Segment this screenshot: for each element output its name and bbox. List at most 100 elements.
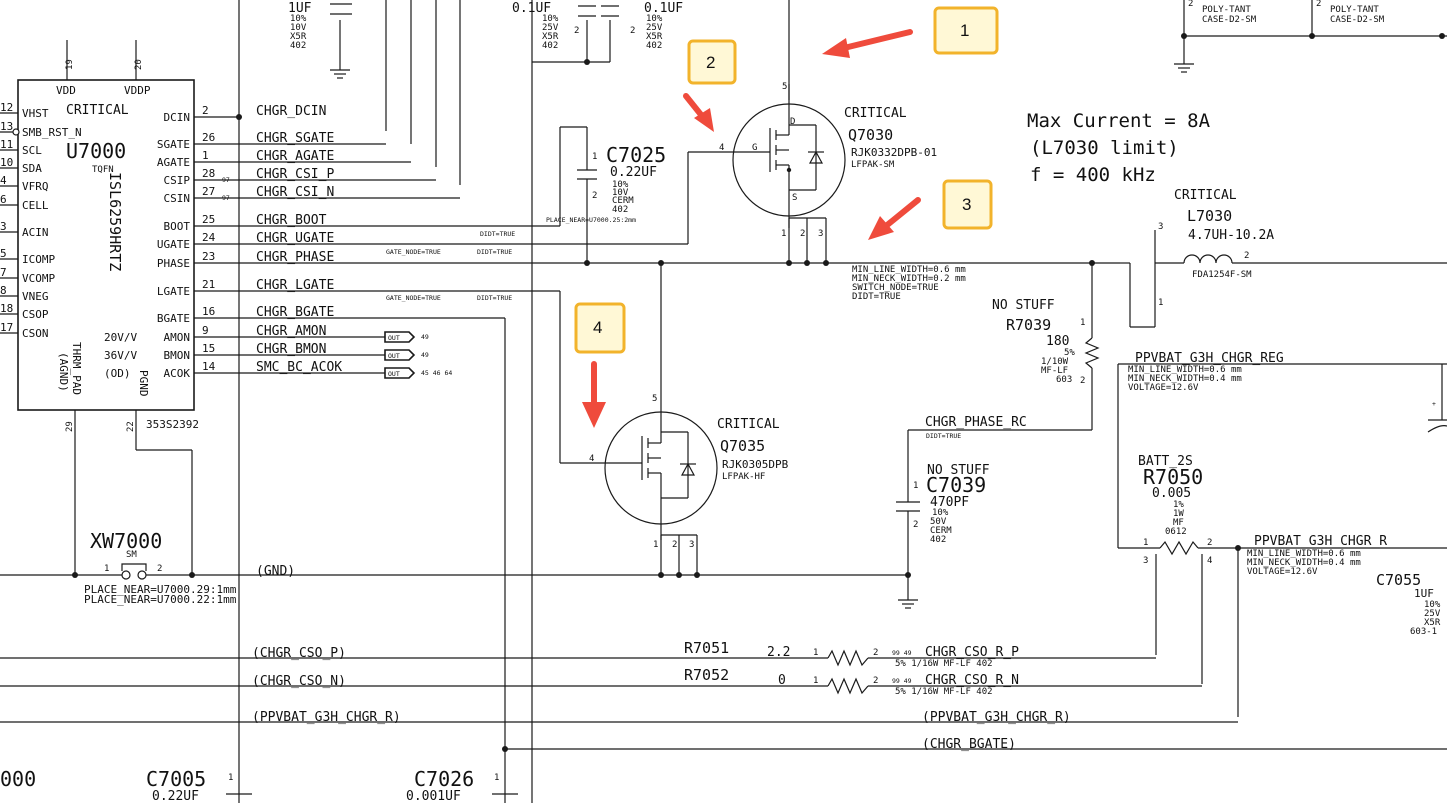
pin-num: 6 <box>0 193 7 206</box>
res-spec: MF-LF <box>1041 366 1068 376</box>
r7051-value: 2.2 <box>767 645 790 660</box>
svg-text:4: 4 <box>1207 556 1212 566</box>
cap-value: 1UF <box>288 1 312 16</box>
limit-note: (L7030 limit) <box>1030 137 1179 159</box>
net-label: CHGR_BOOT <box>256 213 327 228</box>
svg-text:3: 3 <box>818 229 823 239</box>
cap-spec: 10V <box>612 188 629 198</box>
c7055-value: 1UF <box>1414 587 1434 600</box>
annotation-badge-2: 2 <box>687 39 737 85</box>
gate-node-note: GATE_NODE=TRUE <box>386 294 441 302</box>
pin-num: 10 <box>0 156 13 169</box>
pin-name: CSIN <box>164 192 191 205</box>
svg-text:4: 4 <box>589 454 594 464</box>
pin-num: 3 <box>0 220 7 233</box>
pin-name: SCL <box>22 144 42 157</box>
switch-note: SWITCH_NODE=TRUE <box>852 283 939 293</box>
q7030-pkg: LFPAK-SM <box>851 160 895 170</box>
annotation-badge-3: 3 <box>942 179 993 230</box>
net-label: CHGR_BMON <box>256 342 326 357</box>
pin-num: 7 <box>0 266 7 279</box>
r7050-value: 0.005 <box>1152 486 1191 501</box>
svg-text:2: 2 <box>157 564 162 574</box>
q7035-mosfet: 4 5 CRITICAL Q7035 RJK0305DPB LFPAK-HF 1… <box>559 263 789 575</box>
cap-value: 0.1UF <box>644 1 683 16</box>
svg-text:1: 1 <box>104 564 109 574</box>
svg-text:4: 4 <box>719 143 724 153</box>
ppvbat-left-net: (PPVBAT_G3H_CHGR_R) <box>252 710 401 725</box>
svg-text:1: 1 <box>813 648 818 658</box>
pin-num: 4 <box>0 174 7 187</box>
xw7000-place: PLACE_NEAR=U7000.22:1mm <box>84 593 237 606</box>
pin-num: 2 <box>202 104 209 117</box>
top-right-cap: 0.1UF 10% 25V X5R 402 2 2 <box>574 1 683 51</box>
c7025-capacitor: 1 2 C7025 0.22UF 10% 10V CERM 402 PLACE_… <box>546 126 666 263</box>
ppvbat-reg-net: PPVBAT_G3H_CHGR_REG <box>1135 351 1284 366</box>
cap-spec: CASE-D2-SM <box>1330 15 1385 25</box>
pin-num: 5 <box>0 247 7 260</box>
cap-spec: 10V <box>290 23 307 33</box>
pin-num: 22 <box>126 421 136 432</box>
svg-text:1: 1 <box>592 152 597 162</box>
ppvbat-out-note: VOLTAGE=12.6V <box>1247 567 1318 577</box>
pin-name: BMON <box>164 349 191 362</box>
pin-name: VDD <box>56 84 76 97</box>
r7052-value: 0 <box>778 673 786 688</box>
chip-pkg: TQFN <box>92 165 114 175</box>
pin-prefix: (OD) <box>104 367 131 380</box>
svg-text:2: 2 <box>800 229 805 239</box>
r7052-spec: 5% 1/16W MF-LF 402 <box>895 687 993 697</box>
cso-p-net: (CHGR_CSO_P) <box>252 646 346 661</box>
cap-spec: 402 <box>290 41 306 51</box>
cap-spec: 402 <box>542 41 558 51</box>
connector-label: OUT <box>388 334 400 342</box>
chip-bottom-pins: (AGND) THRM_PAD PGND 29 22 <box>57 342 193 575</box>
svg-text:S: S <box>792 193 797 203</box>
pin-name: BOOT <box>164 220 191 233</box>
pin-name: ACIN <box>22 226 49 239</box>
cap-spec: X5R <box>646 32 663 42</box>
cap-spec: 402 <box>612 205 628 215</box>
cap-spec: 10% <box>1424 600 1441 610</box>
top-left-cap: 1UF 10% 10V X5R 402 <box>288 1 352 51</box>
ppvbat-right-net: (PPVBAT_G3H_CHGR_R) <box>922 710 1071 725</box>
pin-num: 17 <box>0 321 13 334</box>
annotation-arrow-2 <box>683 93 714 132</box>
didt-note: DIDT=TRUE <box>480 230 515 238</box>
pin-name: VCOMP <box>22 272 55 285</box>
svg-text:2: 2 <box>672 540 677 550</box>
cap-spec: 10% <box>612 180 629 190</box>
badge-label: 3 <box>962 195 971 214</box>
pin-name: SGATE <box>157 138 190 151</box>
switch-note: MIN_NECK_WIDTH=0.2 mm <box>852 274 966 284</box>
pin-name: VDDP <box>124 84 151 97</box>
pin-num: 8 <box>0 284 7 297</box>
pin-num: 24 <box>202 231 216 244</box>
page-refs: 99 49 <box>892 649 912 657</box>
svg-text:2: 2 <box>592 191 597 201</box>
top-wires <box>238 0 790 803</box>
svg-text:2: 2 <box>913 520 918 530</box>
didt-note: DIDT=TRUE <box>926 432 961 440</box>
gate-wires: DIDT=TRUE GATE_NODE=TRUE DIDT=TRUE GATE_… <box>194 59 1120 803</box>
net-label: CHGR_LGATE <box>256 278 334 293</box>
didt-note: DIDT=TRUE <box>477 294 512 302</box>
svg-text:5: 5 <box>652 394 657 404</box>
pin-num: 21 <box>202 278 215 291</box>
page-ref: 97 <box>222 176 230 184</box>
ppvbat-out-note: MIN_LINE_WIDTH=0.6 mm <box>1247 549 1361 559</box>
xw7000-pkg: SM <box>126 550 137 560</box>
top-right-tant-caps: 2 POLY-TANT CASE-D2-SM 2 POLY-TANT CASE-… <box>1174 0 1447 73</box>
pin-name: THRM_PAD <box>70 342 83 395</box>
annotation-badge-4: 4 <box>574 302 626 354</box>
res-spec: 1% <box>1173 500 1184 510</box>
net-label: CHGR_CSI_N <box>256 185 334 200</box>
batt-2s-net: BATT_2S <box>1138 454 1193 469</box>
r7052-ref: R7052 <box>684 666 729 684</box>
c7005-value: 0.22UF <box>152 789 199 803</box>
connector-shape <box>384 349 416 361</box>
cap-value: 0.1UF <box>512 1 551 16</box>
frequency-note: f = 400 kHz <box>1030 164 1156 186</box>
